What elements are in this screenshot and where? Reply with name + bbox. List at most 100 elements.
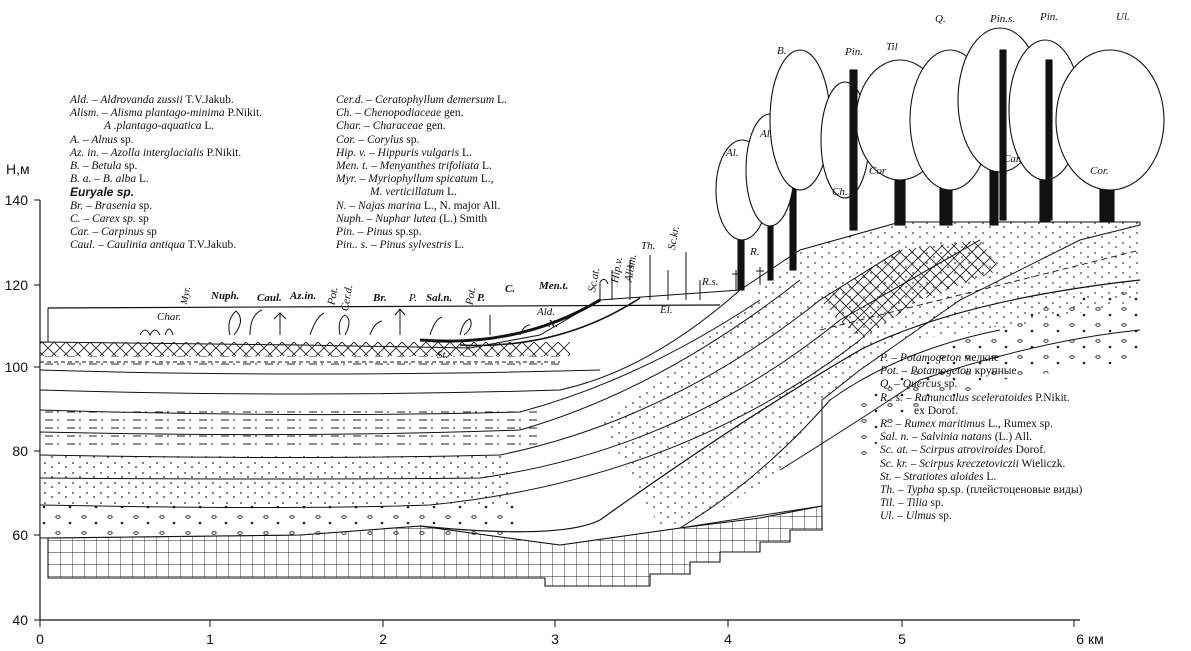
legend-abbr: Myr.: [336, 173, 357, 186]
legend-abbr: Ch.: [336, 107, 353, 120]
legend-abbr: Char.: [336, 120, 362, 133]
label-til: Til: [886, 41, 898, 53]
legend-author: (L.) All.: [994, 431, 1033, 444]
label-br: Br.: [373, 292, 387, 304]
legend-entry: Sc. kr. – Scirpus kreczetoviczii Wielicz…: [880, 457, 1066, 470]
legend-taxon: Euryale sp.: [70, 185, 135, 200]
y-tick-label: 40: [12, 612, 28, 628]
legend-entry: Q. – Quercus sp.: [880, 378, 958, 391]
legend-entry: Pin. – Pinus sp.sp.: [336, 225, 422, 238]
label-b: B.: [777, 45, 787, 57]
y-axis: 140 120 100 80 60 40: [5, 192, 41, 628]
legend-author: Wieliczk.: [1021, 457, 1066, 470]
label-cor-2: Cor.: [1090, 165, 1109, 177]
legend-abbr: Car.: [70, 225, 90, 238]
legend-taxon: B. alba: [102, 173, 137, 186]
legend-abbr: Men. t.: [336, 159, 369, 172]
legend-author: sp: [146, 225, 157, 238]
legend-author: ex Dorof.: [914, 404, 959, 417]
legend-author: L.,: [480, 173, 494, 186]
legend-abbr: Ul.: [880, 510, 895, 523]
x-tick-label: 0: [36, 631, 44, 647]
label-el: El.: [660, 304, 673, 316]
legend-abbr: Hip. v.: [336, 146, 367, 159]
y-tick-label: 140: [5, 192, 29, 208]
legend-author: мелкие: [964, 352, 1000, 364]
legend-taxon: Nuphar lutea: [375, 212, 437, 225]
sediment-layers: [39, 221, 1141, 546]
legend-abbr: Q.: [880, 378, 892, 391]
legend-abbr: C.: [70, 212, 81, 225]
label-men-t: Men.t.: [539, 280, 569, 292]
legend-author: sp.: [120, 133, 134, 146]
label-r-s: R.s.: [702, 276, 719, 288]
legend-entry: Euryale sp.: [70, 186, 262, 199]
legend-entry: Pot. – Potamogeton крупные: [880, 365, 1017, 378]
legend-taxon: Salvinia natans: [920, 431, 992, 444]
label-th: Th.: [641, 240, 656, 252]
legend-taxon: Potamogeton: [910, 365, 972, 378]
legend-taxon: Chenopodiaceae: [363, 107, 442, 120]
legend-entry: Til. – Tilia sp.: [880, 497, 944, 510]
label-cor-1: Cor: [869, 165, 887, 177]
legend-taxon: Azolla interglacialis: [110, 146, 204, 159]
legend-taxon: Najas marina: [358, 199, 421, 212]
legend-abbr: Pin.: [336, 225, 355, 238]
legend-taxon: Caulinia antiqua: [106, 239, 186, 252]
legend-taxon: Scirpus kreczetoviczii: [919, 457, 1019, 470]
legend-entry: Caul. – Caulinia antiqua T.V.Jakub.: [70, 239, 237, 252]
forest: [715, 27, 1165, 291]
legend-abbr: Br.: [70, 199, 84, 212]
legend-abbr: Cer.d.: [336, 94, 364, 106]
legend-author: sp: [138, 212, 149, 225]
legend-author: L., Rumex sp.: [987, 417, 1053, 430]
legend-abbr: R..: [880, 417, 893, 430]
legend-taxon: Pinus: [366, 225, 393, 238]
legend-entry: Myr. – Myriophyllum spicatum L.,: [336, 173, 494, 186]
legend-taxon: Alisma plantago-minima: [110, 107, 225, 120]
legend-taxon: A .plantago-aquatica: [104, 120, 202, 133]
legend-entry: St. – Stratiotes aloides L.: [880, 470, 997, 483]
legend-entry: N. – Najas marina L., N. major All.: [336, 199, 501, 212]
legend-entry: Az. in. – Azolla interglacialis P.Nikit.: [70, 146, 242, 159]
legend-taxon: Hippuris vulgaris: [377, 146, 460, 159]
legend-entry: Cer.d. – Ceratophyllum demersum L.: [336, 94, 507, 106]
legend-entry: ex Dorof.: [880, 405, 1082, 418]
legend-entry: Alism. – Alisma plantago-minima P.Nikit.: [70, 107, 263, 120]
y-tick-label: 80: [12, 443, 28, 459]
legend-author: T.V.Jakub.: [185, 94, 234, 106]
legend-entry: Pin.. s. – Pinus sylvestris L.: [336, 239, 465, 252]
legend-author: L.: [461, 146, 472, 159]
legend-abbr: B.: [70, 159, 80, 172]
legend-abbr: B. a.: [70, 173, 92, 186]
legend-author: P.Nikit.: [206, 146, 242, 159]
y-tick-label: 60: [12, 527, 28, 543]
label-nuph: Nuph.: [211, 290, 240, 302]
legend-author: L.: [204, 120, 215, 133]
legend-author: (L.) Smith: [439, 212, 488, 225]
legend-abbr: Th.: [880, 483, 896, 496]
legend-entry: Nuph. – Nuphar lutea (L.) Smith: [336, 212, 488, 225]
legend-taxon: Pinus sylvestris: [379, 239, 452, 252]
legend-entry: M. verticillatum L.: [336, 186, 507, 199]
legend-abbr: A.: [70, 133, 80, 146]
label-p-1: P.: [409, 292, 418, 304]
legend-entry: Ald. – Aldrovanda zussii T.V.Jakub.: [70, 94, 234, 106]
legend-author: P.Nikit.: [1035, 391, 1070, 404]
legend-abbr: Sc. kr.: [880, 457, 908, 470]
legend-author: T.V.Jakub.: [187, 239, 237, 252]
legend-taxon: M. verticillatum: [370, 186, 445, 199]
x-tick-label: 5: [898, 631, 906, 647]
legend-author: крупные: [974, 365, 1017, 378]
legend-abbr: Az. in.: [70, 146, 100, 159]
legend-taxon: Typha: [906, 483, 935, 496]
legend-middle: Cer.d. – Ceratophyllum demersum L.Ch. – …: [336, 94, 507, 252]
x-tick-label: 1: [206, 631, 214, 647]
label-p-2: P.: [477, 292, 486, 304]
legend-entry: C. – Carex sp. sp: [70, 212, 149, 225]
legend-abbr: Sal. n.: [880, 431, 910, 444]
legend-taxon: Ulmus: [905, 510, 936, 523]
legend-taxon: Carpinus: [101, 225, 144, 238]
legend-author: L.: [497, 94, 507, 106]
legend-entry: Char. – Characeae gen.: [336, 120, 446, 133]
